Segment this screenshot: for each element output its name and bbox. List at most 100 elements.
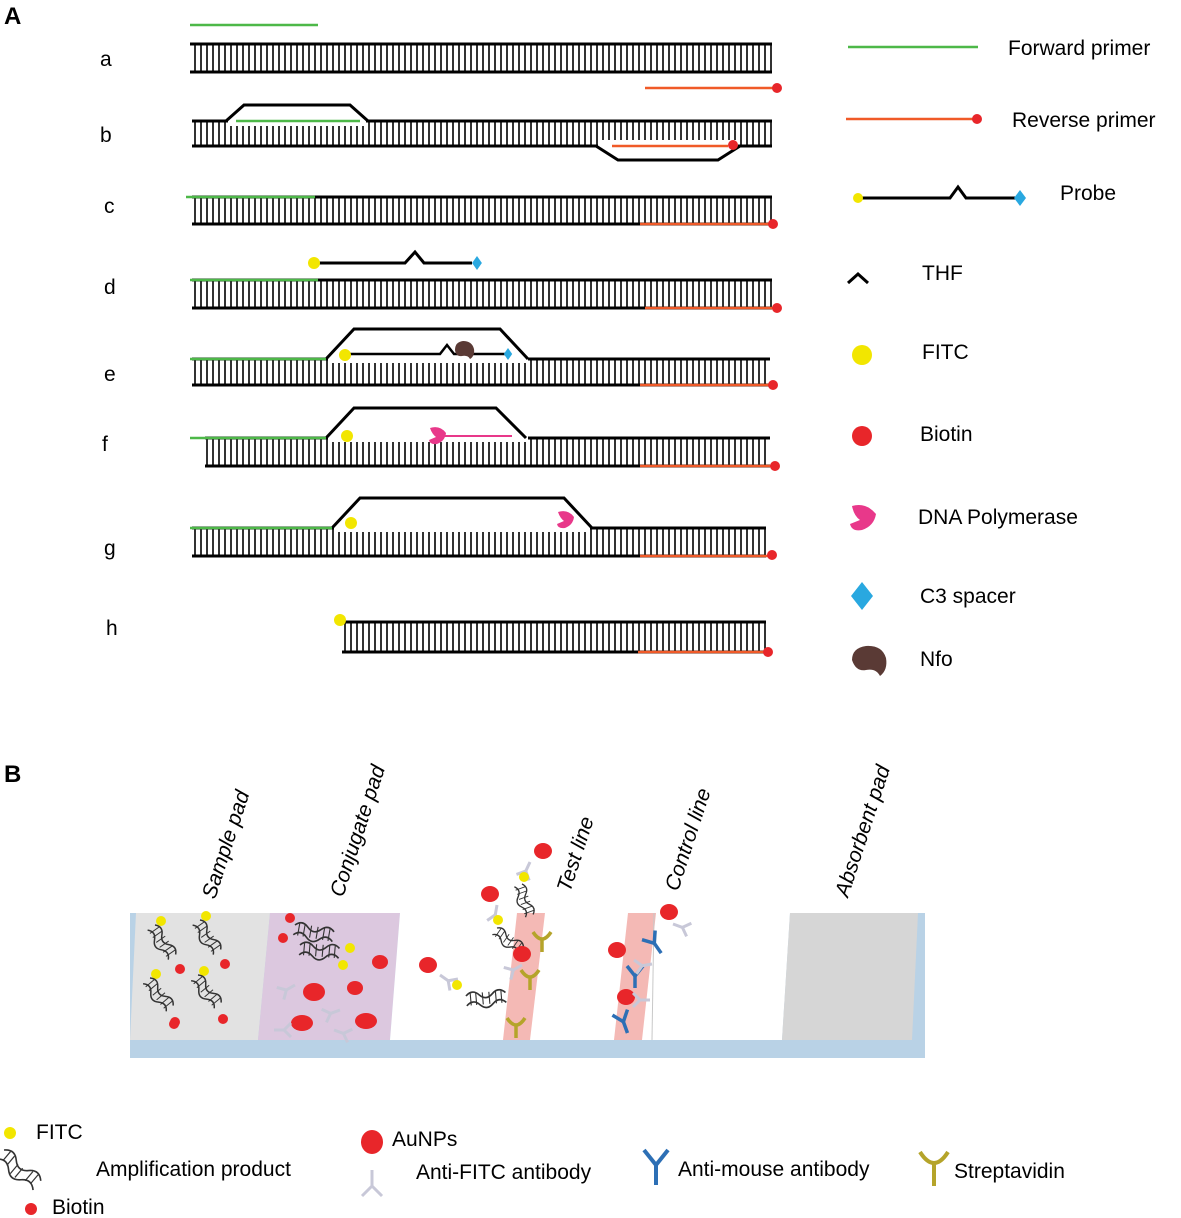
anti-mouse-antibody [641,930,663,955]
fitc-f [341,430,353,442]
biotin [218,1014,228,1024]
legend-fitc-dot-icon [4,1127,16,1139]
anti-fitc-antibody-icon [360,1170,384,1198]
amplification-product-label: Amplification product [96,1158,291,1181]
absorbent-pad-label: Absorbent pad [830,761,895,901]
biotin-b [728,140,738,150]
nfo-label: Nfo [920,648,953,671]
fitc [199,966,209,976]
duplex-a [190,42,772,74]
bubble-b-top [225,103,369,123]
duplex-g [192,526,766,558]
anti-fitc-antibody [503,963,523,980]
anti-fitc-antibody [439,973,459,991]
aunp [355,1013,377,1029]
amplification-product [191,974,222,1009]
fitc [519,872,529,882]
aunp [608,942,626,958]
biotin-g [767,550,777,560]
anti-fitc-antibody [333,1027,354,1044]
row-letter-a: a [100,48,112,71]
forward-primer-label: Forward primer [1008,37,1150,60]
biotin-e [768,380,778,390]
legend-b-biotin-label: Biotin [52,1196,105,1218]
bubble-g [330,496,594,530]
aunp [419,957,437,973]
polymerase-g [557,511,574,529]
aunps-label: AuNPs [392,1128,457,1151]
biotin-icon [852,426,872,446]
amplification-product [143,977,174,1012]
amplification-product [147,924,177,960]
amplification-product [514,883,535,918]
streptavidin-icon [918,1150,950,1186]
fitc-h [334,614,346,626]
test-line-label: Test line [553,814,599,895]
biotin [285,913,295,923]
row-letter-d: d [104,276,116,299]
dna-polymerase-label: DNA Polymerase [918,506,1078,529]
aunp [660,904,678,920]
fitc [156,916,166,926]
thf-icon [846,271,870,285]
nfo-e [455,341,475,359]
anti-fitc-antibody [276,983,296,1000]
conjugate-pad [258,913,400,1040]
aunp [291,1015,313,1031]
row-letter-f: f [102,433,108,456]
duplex-d [192,278,772,310]
c3-spacer-label: C3 spacer [920,585,1016,608]
biotin [278,933,288,943]
biotin-d [772,303,782,313]
row-letter-b: b [100,124,112,147]
test-line-band [503,913,545,1040]
row-letter-c: c [104,195,115,218]
row-letter-e: e [104,363,116,386]
c3-spacer-e [503,348,513,360]
bubble-e [324,327,530,361]
anti-fitc-antibody [672,921,693,938]
nfo-icon [852,645,887,676]
fitc-d [308,257,320,269]
probe-label: Probe [1060,182,1116,205]
control-line-label: Control line [661,785,716,893]
streptavidin [531,930,553,952]
fitc [345,943,355,953]
lateral-flow-strip [130,912,925,1058]
amplification-product [465,989,507,1009]
sample-pad-label: Sample pad [198,787,255,902]
legend-b: FITC Biotin Amplification product AuNPs … [0,1121,1065,1218]
probe-swatch [853,184,1026,206]
fitc [452,980,462,990]
panel-a-letter: A [4,3,21,30]
fitc [201,911,211,921]
fitc [493,915,503,925]
reverse-primer-label: Reverse primer [1012,109,1156,132]
amplification-product-icon [0,1149,42,1191]
aunp [347,981,363,995]
duplex-h [342,620,766,654]
fitc [338,960,348,970]
thf-label: THF [922,262,963,285]
legend-a: Forward primer Reverse primer Probe THF … [846,37,1156,676]
amplification-product [292,921,335,943]
fitc [151,969,161,979]
row-letter-g: g [104,537,116,560]
fitc-e [339,349,351,361]
aunp [481,886,499,902]
biotin-dot-icon [972,114,982,124]
biotin-a [772,83,782,93]
anti-fitc-antibody [274,1021,293,1039]
c3-spacer-legend-icon [851,582,873,610]
fitc-g [345,517,357,529]
fitc-dot-icon [853,193,863,203]
duplex-f [205,436,770,468]
biotin-f [770,461,780,471]
biotin-label: Biotin [920,423,973,446]
bubble-b-bottom [595,144,741,162]
aunp [513,946,531,962]
biotin [175,964,185,974]
streptavidin-label: Streptavidin [954,1160,1065,1183]
